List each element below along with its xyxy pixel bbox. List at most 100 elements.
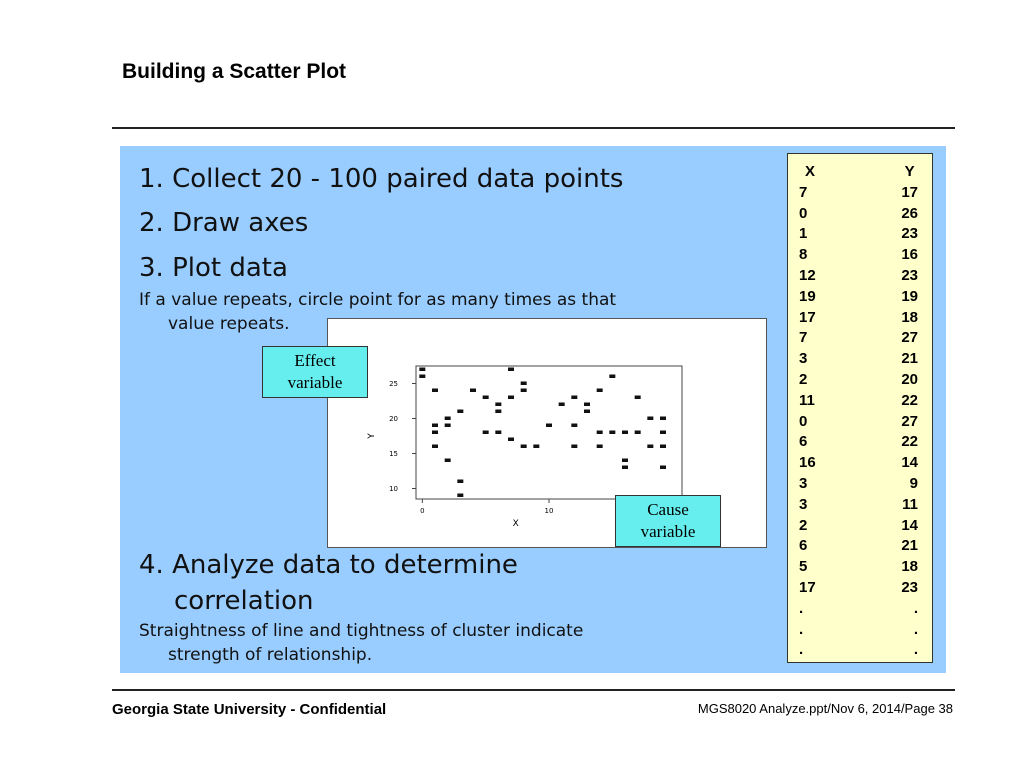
table-cell-y: 19 bbox=[901, 287, 918, 305]
table-cell-x: . bbox=[799, 620, 804, 638]
data-point bbox=[520, 444, 527, 448]
table-cell-y: 23 bbox=[901, 266, 918, 284]
data-point bbox=[584, 402, 590, 406]
title-rule bbox=[112, 127, 955, 129]
table-cell-y: 23 bbox=[901, 225, 918, 243]
data-point bbox=[508, 367, 514, 371]
table-cell-y: . bbox=[913, 599, 918, 617]
data-point bbox=[495, 430, 502, 434]
x-axis-label: X bbox=[513, 519, 519, 529]
table-cell-y: 14 bbox=[901, 516, 918, 534]
table-cell-x: 7 bbox=[799, 329, 808, 347]
data-point bbox=[432, 388, 438, 392]
table-cell-x: 17 bbox=[799, 578, 816, 596]
data-point bbox=[634, 395, 641, 399]
data-point bbox=[495, 402, 502, 406]
table-cell-x: 0 bbox=[799, 412, 808, 430]
data-point bbox=[558, 402, 565, 406]
plot-area-border bbox=[415, 365, 683, 500]
table-cell-x: 3 bbox=[799, 495, 808, 513]
data-point bbox=[634, 430, 641, 434]
data-point bbox=[660, 416, 666, 420]
data-point bbox=[432, 444, 438, 448]
data-point bbox=[584, 409, 590, 413]
data-point bbox=[571, 395, 578, 399]
table-cell-x: 7 bbox=[799, 183, 808, 201]
data-point bbox=[609, 374, 616, 378]
y-tick-label: 20 bbox=[389, 415, 398, 423]
data-point bbox=[508, 437, 514, 441]
data-point bbox=[660, 465, 666, 469]
data-point bbox=[444, 458, 451, 462]
data-point bbox=[596, 388, 603, 392]
table-cell-y: . bbox=[913, 620, 918, 638]
step-3-note: If a value repeats, circle point for as … bbox=[139, 288, 616, 336]
y-tick-label: 10 bbox=[389, 485, 398, 493]
table-cell-y: 23 bbox=[901, 578, 918, 596]
data-point bbox=[520, 388, 527, 392]
table-cell-x: 6 bbox=[799, 433, 808, 451]
table-cell-x: 3 bbox=[799, 474, 808, 492]
data-point bbox=[596, 444, 603, 448]
cause-callout-line2: variable bbox=[640, 522, 696, 541]
cause-callout-line1: Cause bbox=[647, 500, 689, 519]
table-header-x: X bbox=[804, 163, 815, 180]
table-cell-y: 18 bbox=[901, 308, 918, 326]
table-cell-y: 27 bbox=[901, 412, 918, 430]
table-cell-x: 11 bbox=[799, 391, 815, 409]
data-point bbox=[482, 395, 489, 399]
data-point bbox=[432, 423, 438, 427]
data-point bbox=[419, 374, 426, 378]
data-point bbox=[660, 444, 666, 448]
table-cell-y: 22 bbox=[901, 433, 918, 451]
step-4: 4. Analyze data to determine bbox=[139, 550, 518, 580]
table-cell-y: 21 bbox=[901, 537, 918, 555]
step-4-note-line1: Straightness of line and tightness of cl… bbox=[139, 621, 584, 641]
table-cell-y: 27 bbox=[901, 329, 918, 347]
data-point bbox=[444, 423, 451, 427]
cause-variable-callout: Cause variable bbox=[615, 495, 721, 547]
data-point bbox=[457, 409, 464, 413]
data-point bbox=[571, 423, 578, 427]
step-4-continued: correlation bbox=[174, 586, 314, 616]
step-1: 1. Collect 20 - 100 paired data points bbox=[139, 164, 624, 194]
step-4-note-line2: strength of relationship. bbox=[168, 645, 373, 665]
data-point bbox=[495, 409, 502, 413]
data-point bbox=[596, 430, 603, 434]
effect-callout-line2: variable bbox=[287, 373, 343, 392]
step-3: 3. Plot data bbox=[139, 253, 288, 283]
footer-rule bbox=[112, 689, 955, 691]
footer-organization: Georgia State University - Confidential bbox=[112, 701, 387, 718]
data-point bbox=[444, 416, 451, 420]
data-point bbox=[482, 430, 489, 434]
step-3-note-line2: value repeats. bbox=[168, 314, 290, 334]
step-3-note-line1: If a value repeats, circle point for as … bbox=[139, 290, 617, 310]
table-cell-y: 17 bbox=[901, 183, 918, 201]
x-tick-label: 0 bbox=[420, 507, 424, 515]
table-cell-x: . bbox=[799, 641, 804, 659]
table-cell-x: 16 bbox=[799, 454, 816, 472]
table-cell-y: 22 bbox=[901, 391, 918, 409]
y-axis-label: Y bbox=[367, 433, 377, 440]
data-point bbox=[419, 367, 426, 371]
data-point bbox=[647, 416, 654, 420]
data-point bbox=[660, 430, 666, 434]
table-header-y: Y bbox=[904, 163, 915, 180]
step-2: 2. Draw axes bbox=[139, 208, 309, 238]
data-point bbox=[647, 444, 654, 448]
data-point bbox=[457, 493, 464, 497]
table-cell-y: 14 bbox=[901, 454, 918, 472]
data-point bbox=[520, 381, 527, 385]
data-point bbox=[622, 465, 628, 469]
table-cell-x: 2 bbox=[799, 370, 808, 388]
table-cell-y: 16 bbox=[901, 246, 918, 264]
table-cell-x: . bbox=[799, 599, 804, 617]
table-cell-x: 8 bbox=[799, 246, 808, 264]
table-cell-x: 12 bbox=[799, 266, 816, 284]
data-point bbox=[546, 423, 552, 427]
data-point bbox=[508, 395, 514, 399]
table-cell-x: 3 bbox=[799, 350, 808, 368]
